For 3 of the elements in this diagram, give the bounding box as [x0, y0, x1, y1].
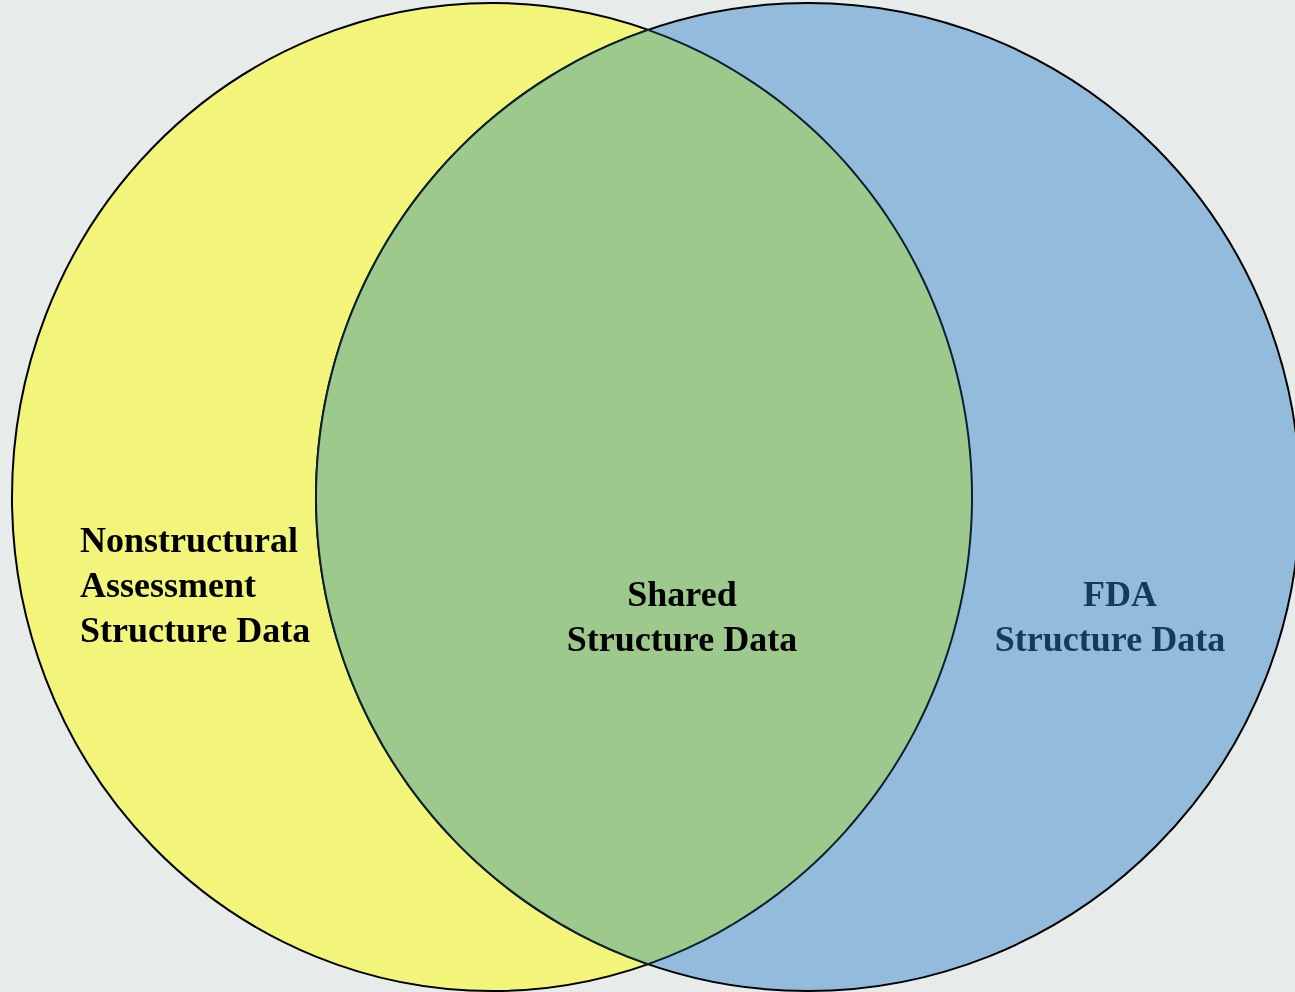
region-label: FDA Structure Data — [993, 573, 1227, 661]
region-label: Nonstructural Assessment Structure Data — [80, 519, 312, 652]
region-label: Shared Structure Data — [565, 573, 799, 661]
